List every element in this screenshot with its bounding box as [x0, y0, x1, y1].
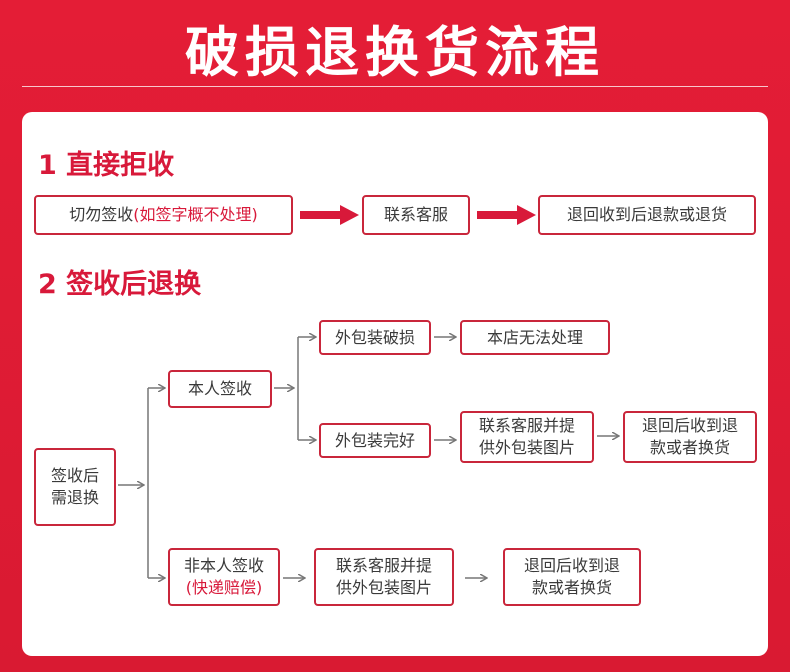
root-after-sign-return: 签收后 需退换 [34, 448, 116, 526]
step-contact-service: 联系客服 [362, 195, 470, 235]
step-no-sign-note: (如签字概不处理) [133, 205, 258, 224]
contact-with-photos: 联系客服并提 供外包装图片 [460, 411, 594, 463]
contact2-line-1: 联系客服并提 [335, 556, 432, 575]
root-line-2: 需退换 [50, 488, 99, 507]
contact-line-1: 联系客服并提 [478, 416, 575, 435]
package-intact: 外包装完好 [319, 423, 431, 458]
package-damaged: 外包装破损 [319, 320, 431, 355]
contact-with-photos-2: 联系客服并提 供外包装图片 [314, 548, 454, 606]
refund-line-2: 款或者换货 [649, 438, 730, 457]
title-divider [22, 86, 768, 87]
refund2-line-2: 款或者换货 [531, 578, 612, 597]
not-self-line-1: 非本人签收 [183, 556, 264, 575]
step-refund-return: 退回收到后退款或退货 [538, 195, 756, 235]
big-arrow-1 [300, 205, 359, 225]
section2-heading: 2 签收后退换 [38, 269, 202, 300]
refund-line-1: 退回后收到退 [641, 416, 738, 435]
refund2-line-1: 退回后收到退 [523, 556, 620, 575]
step-no-sign: 切勿签收(如签字概不处理) [34, 195, 293, 235]
refund-or-exchange: 退回后收到退 款或者换货 [623, 411, 757, 463]
contact2-line-2: 供外包装图片 [335, 578, 432, 597]
section1-heading: 1 直接拒收 [38, 150, 175, 181]
courier-compensation: (快递赔偿) [185, 578, 263, 597]
step-no-sign-label: 切勿签收 [69, 205, 134, 224]
store-cannot-handle: 本店无法处理 [460, 320, 610, 355]
self-signed: 本人签收 [168, 370, 272, 408]
not-self-signed: 非本人签收 (快递赔偿) [168, 548, 280, 606]
root-line-1: 签收后 [50, 466, 99, 485]
page-title: 破损退换货流程 [185, 21, 605, 84]
big-arrow-2 [477, 205, 536, 225]
refund-or-exchange-2: 退回后收到退 款或者换货 [503, 548, 641, 606]
contact-line-2: 供外包装图片 [478, 438, 575, 457]
